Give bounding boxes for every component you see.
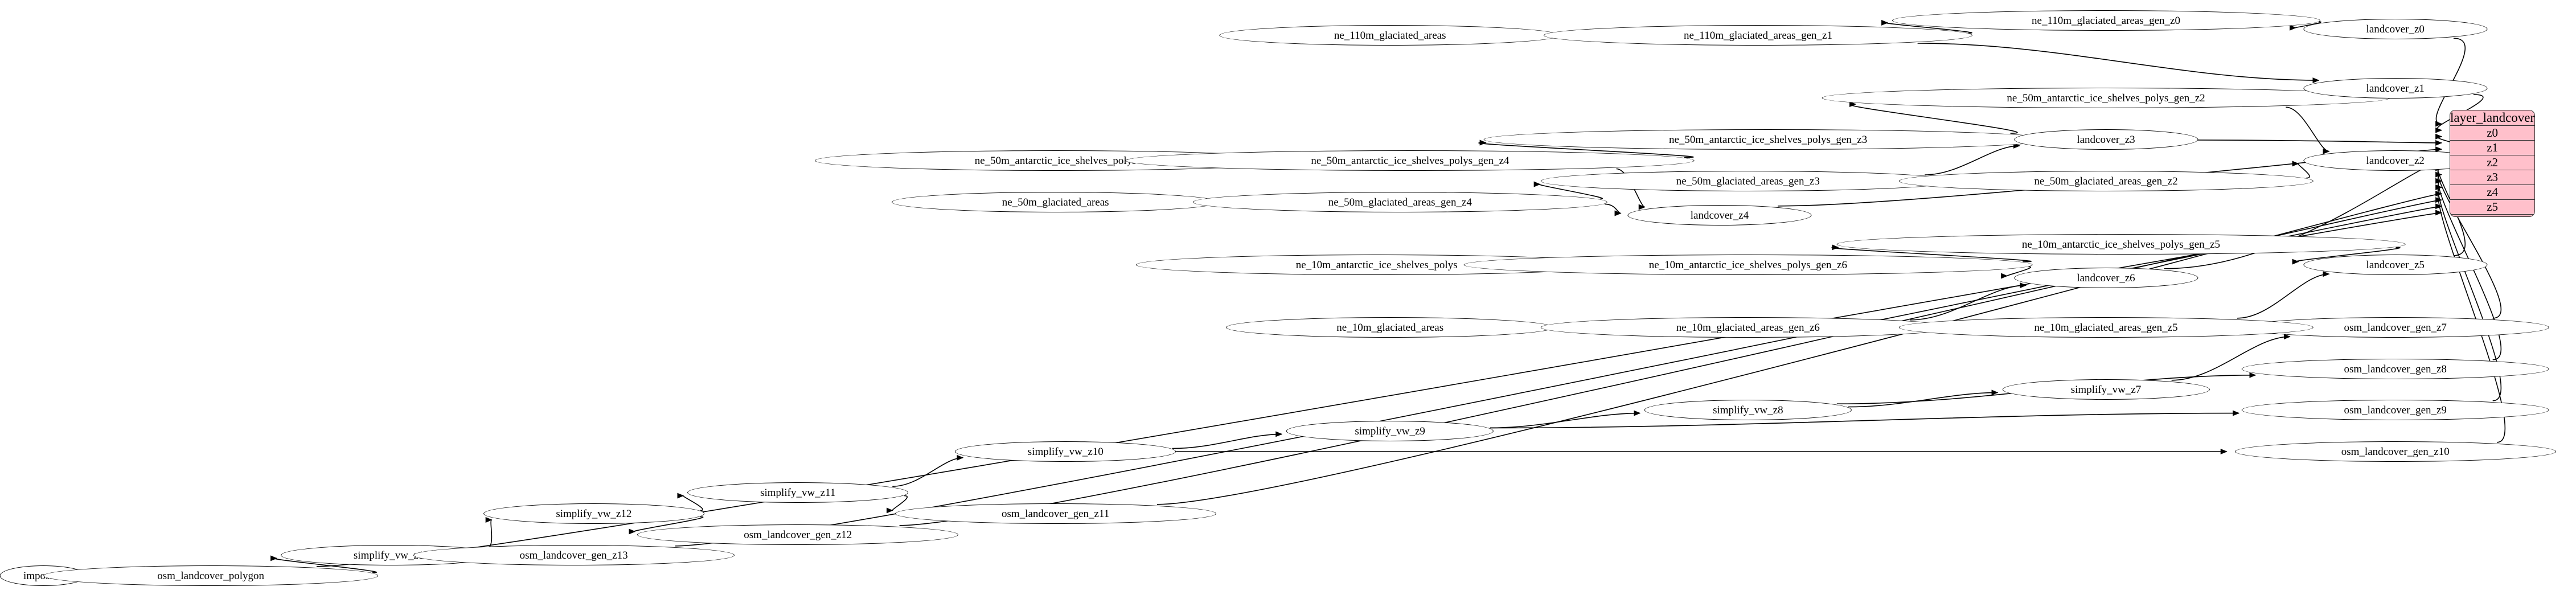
node-ne_50m_antarctic_ice_shelves_polys_gen_z2[interactable]: ne_50m_antarctic_ice_shelves_polys_gen_z… [1822,88,2390,108]
node-ne_10m_glaciated_areas[interactable]: ne_10m_glaciated_areas [1226,317,1554,338]
node-ne_50m_glaciated_areas_gen_z3[interactable]: ne_50m_glaciated_areas_gen_z3 [1540,171,1956,191]
record-row-z6[interactable]: z6 [2450,215,2535,216]
node-ne_50m_glaciated_areas_gen_z2[interactable]: ne_50m_glaciated_areas_gen_z2 [1898,171,2314,191]
node-landcover_z1[interactable]: landcover_z1 [2303,78,2488,99]
edge-osm_landcover_gen_z10-to-layer_landcover-z10 [2435,184,2505,443]
node-osm_landcover_gen_z13[interactable]: osm_landcover_gen_z13 [413,545,735,565]
node-ne_110m_glaciated_areas_gen_z1[interactable]: ne_110m_glaciated_areas_gen_z1 [1544,25,1972,46]
record-row-z2[interactable]: z2 [2450,155,2535,170]
node-ne_10m_antarctic_ice_shelves_polys_gen_z5[interactable]: ne_10m_antarctic_ice_shelves_polys_gen_z… [1836,234,2406,255]
record-row-z3[interactable]: z3 [2450,170,2535,185]
edge-simplify_vw_z11-to-osm_landcover_gen_z11 [886,495,908,514]
node-landcover_z5[interactable]: landcover_z5 [2303,255,2488,275]
edge-ne_10m_antarctic_ice_shelves_polys_gen_z5-to-landcover_z5 [2292,247,2401,265]
edge-simplify_vw_z10-to-simplify_vw_z9 [1172,431,1283,449]
node-ne_50m_glaciated_areas[interactable]: ne_50m_glaciated_areas [891,192,1220,212]
node-osm_landcover_gen_z7[interactable]: osm_landcover_gen_z7 [2241,317,2549,338]
edge-ne_50m_glaciated_areas_gen_z3-to-landcover_z3 [1925,142,2020,175]
node-landcover_z4[interactable]: landcover_z4 [1627,205,1812,225]
node-osm_landcover_gen_z11[interactable]: osm_landcover_gen_z11 [895,503,1216,524]
node-simplify_vw_z9[interactable]: simplify_vw_z9 [1286,421,1494,441]
node-osm_landcover_gen_z8[interactable]: osm_landcover_gen_z8 [2241,359,2549,379]
edge-simplify_vw_z7-to-osm_landcover_gen_z7 [2171,334,2291,381]
edge-ne_50m_glaciated_areas_gen_z4-to-ne_50m_glaciated_areas_gen_z3 [1533,181,1603,200]
node-landcover_z0[interactable]: landcover_z0 [2303,19,2488,39]
edge-landcover_z3-to-layer_landcover-z3 [2197,140,2443,146]
node-simplify_vw_z8[interactable]: simplify_vw_z8 [1644,400,1852,420]
edge-ne_110m_glaciated_areas_gen_z1-to-landcover_z1 [1917,43,2320,84]
node-ne_110m_glaciated_areas_gen_z0[interactable]: ne_110m_glaciated_areas_gen_z0 [1892,10,2320,31]
edge-simplify_vw_z9-to-simplify_vw_z8 [1490,410,1641,429]
edge-osm_landcover_gen_z9-to-layer_landcover-z9 [2435,178,2501,401]
record-row-z0[interactable]: z0 [2450,126,2535,141]
edge-simplify_vw_z8-to-simplify_vw_z7 [1848,389,1999,408]
node-landcover_z6[interactable]: landcover_z6 [2013,268,2198,288]
edge-ne_10m_glaciated_areas_gen_z5-to-landcover_z5 [2237,271,2330,319]
edge-ne_50m_glaciated_areas_gen_z2-to-landcover_z2 [2292,161,2310,179]
edge-ne_50m_antarctic_ice_shelves_polys_gen_z4-to-ne_50m_antarctic_ice_shelves_polys_gen_z3 [1478,140,1694,158]
edge-simplify_vw_z12-to-simplify_vw_z11 [677,493,703,511]
node-osm_landcover_polygon[interactable]: osm_landcover_polygon [43,565,378,586]
record-row-z1[interactable]: z1 [2450,141,2535,155]
node-ne_50m_antarctic_ice_shelves_polys_gen_z3[interactable]: ne_50m_antarctic_ice_shelves_polys_gen_z… [1483,129,2053,150]
node-simplify_vw_z7[interactable]: simplify_vw_z7 [2002,379,2210,400]
record-row-z5[interactable]: z5 [2450,200,2535,215]
edge-ne_10m_antarctic_ice_shelves_polys_gen_z6-to-ne_10m_antarctic_ice_shelves_polys_gen_z5 [1831,244,2032,263]
node-osm_landcover_gen_z9[interactable]: osm_landcover_gen_z9 [2241,400,2549,420]
node-simplify_vw_z12[interactable]: simplify_vw_z12 [483,503,704,524]
node-ne_110m_glaciated_areas[interactable]: ne_110m_glaciated_areas [1219,25,1561,46]
node-landcover_z3[interactable]: landcover_z3 [2013,129,2198,150]
edge-simplify_vw_z11-to-simplify_vw_z10 [892,454,964,487]
edge-simplify_vw_z9-to-osm_landcover_gen_z9 [1490,410,2240,429]
edge-ne_10m_glaciated_areas_gen_z6-to-landcover_z6 [1910,282,2027,321]
edge-osm_landcover_polygon-to-layer_landcover-z14- [316,210,2443,567]
record-header: layer_landcover [2450,110,2535,126]
edge-ne_50m_glaciated_areas_gen_z4-to-landcover_z4 [1605,203,1622,216]
layer-landcover-record[interactable]: layer_landcoverz0z1z2z3z4z5z6z7z8z9z10z1… [2450,110,2536,217]
edge-osm_landcover_gen_z11-to-layer_landcover-z11 [1157,191,2443,505]
edge-osm_landcover_gen_z13-to-layer_landcover-z13 [675,203,2443,547]
node-ne_10m_antarctic_ice_shelves_polys_gen_z6[interactable]: ne_10m_antarctic_ice_shelves_polys_gen_z… [1463,255,2033,275]
record-row-z4[interactable]: z4 [2450,185,2535,200]
edge-ne_50m_antarctic_ice_shelves_polys_gen_z3-to-ne_50m_antarctic_ice_shelves_polys_gen_z2 [1849,101,2018,134]
edge-simplify_vw_z12-to-osm_landcover_gen_z12 [629,516,703,535]
node-ne_50m_antarctic_ice_shelves_polys_gen_z4[interactable]: ne_50m_antarctic_ice_shelves_polys_gen_z… [1126,150,1695,171]
edge-ne_50m_antarctic_ice_shelves_polys_gen_z2-to-landcover_z2 [2286,106,2330,154]
node-ne_50m_glaciated_areas_gen_z4[interactable]: ne_50m_glaciated_areas_gen_z4 [1192,192,1608,212]
edge-paths [29,19,2505,579]
node-ne_10m_glaciated_areas_gen_z5[interactable]: ne_10m_glaciated_areas_gen_z5 [1898,317,2314,338]
node-osm_landcover_gen_z10[interactable]: osm_landcover_gen_z10 [2234,441,2556,462]
node-simplify_vw_z11[interactable]: simplify_vw_z11 [687,482,909,503]
edge-osm_landcover_gen_z7-to-layer_landcover-z7 [2435,165,2502,319]
edge-ne_110m_glaciated_areas_gen_z1-to-ne_110m_glaciated_areas_gen_z0 [1881,19,1972,34]
node-simplify_vw_z10[interactable]: simplify_vw_z10 [955,441,1176,462]
node-osm_landcover_gen_z12[interactable]: osm_landcover_gen_z12 [637,524,959,545]
edge-simplify_vw_z13-to-simplify_vw_z12 [485,517,493,550]
node-ne_10m_glaciated_areas_gen_z6[interactable]: ne_10m_glaciated_areas_gen_z6 [1540,317,1956,338]
edge-osm_landcover_polygon-to-simplify_vw_z13 [270,555,377,573]
